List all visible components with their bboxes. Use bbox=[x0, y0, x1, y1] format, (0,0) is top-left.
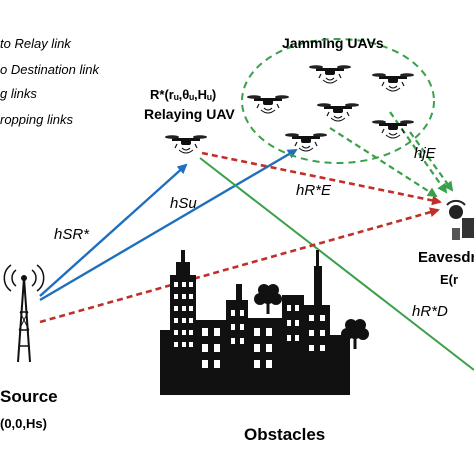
jamming-ellipse bbox=[241, 38, 435, 164]
channel-label-hre: hR*E bbox=[296, 182, 332, 199]
tower-icon bbox=[3, 264, 45, 363]
legend-item-destination-link: o Destination link bbox=[0, 62, 100, 77]
source: Source (0,0,Hs) bbox=[0, 264, 58, 431]
tree-icon bbox=[254, 284, 282, 314]
legend-item-eavesdropping-links: ropping links bbox=[0, 112, 73, 127]
eavesdropper-label: Eavesdr bbox=[418, 249, 474, 266]
jamming-link-3 bbox=[409, 131, 454, 192]
jammer-drone-icon bbox=[371, 72, 415, 92]
channel-labels: hSR* hSu hR*E hjE hR*D bbox=[54, 145, 448, 320]
eavesdropper-antenna-icon bbox=[446, 199, 474, 240]
source-coordinate: (0,0,Hs) bbox=[0, 416, 47, 431]
source-relay-link bbox=[39, 163, 188, 297]
eavesdropper-coordinate: E(r bbox=[440, 272, 458, 287]
source-eavesdropper-link bbox=[39, 207, 440, 324]
links bbox=[39, 111, 474, 371]
channel-label-hje: hjE bbox=[414, 145, 437, 162]
jammer-drone-icon bbox=[371, 119, 415, 139]
jammer-drone-icon bbox=[308, 64, 352, 84]
eavesdropper: Eavesdr E(r bbox=[418, 199, 474, 287]
channel-label-hrd: hR*D bbox=[412, 303, 448, 320]
relay-coordinate: R*(rᵤ,θᵤ,Hᵤ) bbox=[150, 87, 216, 102]
relay-label: Relaying UAV bbox=[144, 106, 235, 122]
city-obstacles: Obstacles bbox=[160, 250, 369, 444]
source-jammer-link bbox=[39, 148, 298, 302]
jamming-link-2 bbox=[389, 111, 448, 194]
source-label: Source bbox=[0, 387, 58, 406]
jammer-drone-icon bbox=[246, 94, 290, 114]
jammer-drone-icon bbox=[284, 132, 328, 152]
legend-item-jamming-links: g links bbox=[0, 86, 37, 101]
channel-label-hsr: hSR* bbox=[54, 226, 90, 243]
building-windows bbox=[174, 282, 325, 368]
jamming-title: Jamming UAVs bbox=[282, 35, 384, 51]
relaying-uav: R*(rᵤ,θᵤ,Hᵤ) Relaying UAV bbox=[144, 87, 235, 154]
relay-destination-link bbox=[199, 157, 474, 371]
relay-eavesdropper-link bbox=[201, 151, 442, 206]
relay-drone-icon bbox=[164, 134, 208, 154]
jamming-uav-cluster: Jamming UAVs bbox=[241, 35, 435, 164]
jamming-link-1 bbox=[329, 127, 438, 198]
legend-item-relay-link: to Relay link bbox=[0, 36, 72, 51]
channel-label-hsu: hSu bbox=[170, 195, 197, 212]
legend: to Relay link o Destination link g links… bbox=[0, 36, 100, 127]
obstacles-label: Obstacles bbox=[244, 425, 325, 444]
jammer-drone-icon bbox=[316, 102, 360, 122]
